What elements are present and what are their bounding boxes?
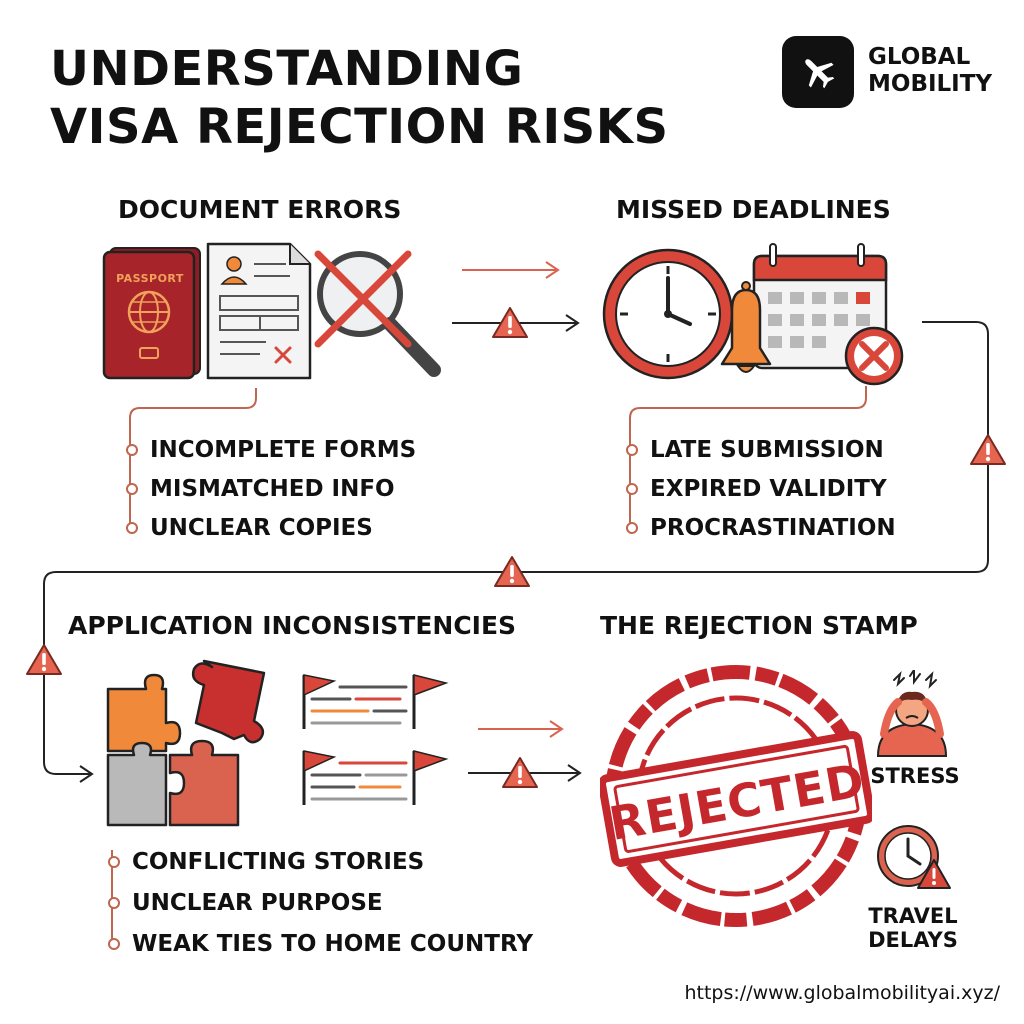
heading-application-inconsistencies: APPLICATION INCONSISTENCIES: [68, 611, 517, 640]
list-item: EXPIRED VALIDITY: [626, 475, 896, 514]
stressed-person-icon: [876, 670, 948, 757]
bell-icon: [720, 281, 772, 373]
brand-name: GLOBAL MOBILITY: [868, 44, 1018, 98]
passport-label: PASSPORT: [116, 272, 184, 285]
title-line-1: UNDERSTANDING: [50, 41, 524, 97]
list-item: PROCRASTINATION: [626, 514, 896, 553]
stress-label: STRESS: [870, 764, 960, 788]
arrow-bottom-light: [478, 720, 564, 738]
warning-icon-right: [970, 434, 1006, 465]
bullet-connector-documents: [129, 388, 257, 528]
title-line-2: VISA REJECTION RISKS: [50, 99, 669, 155]
passport-icon: [102, 247, 201, 380]
brand-line-1: GLOBAL: [868, 44, 971, 70]
application-inconsistencies-list: CONFLICTING STORIES UNCLEAR PURPOSE WEAK…: [108, 848, 533, 971]
arrow-top-light: [462, 261, 560, 279]
puzzle-icon: [106, 659, 266, 827]
heading-document-errors: DOCUMENT ERRORS: [118, 195, 402, 224]
missed-deadlines-illustration: [602, 243, 904, 386]
list-item: MISMATCHED INFO: [126, 475, 416, 514]
page-title: UNDERSTANDING VISA REJECTION RISKS: [50, 40, 770, 156]
list-item: UNCLEAR PURPOSE: [108, 889, 533, 930]
list-item: LATE SUBMISSION: [626, 436, 896, 475]
airplane-icon: [805, 59, 835, 89]
travel-delays-label: TRAVEL DELAYS: [868, 904, 958, 952]
warning-icon-left: [26, 644, 62, 675]
form-document-icon: [206, 242, 312, 380]
application-inconsistencies-illustration: [106, 659, 449, 827]
list-item: WEAK TIES TO HOME COUNTRY: [108, 930, 533, 971]
flag-list-icon: [302, 674, 449, 805]
heading-rejection-stamp: THE REJECTION STAMP: [600, 611, 918, 640]
bullet-connector-deadlines: [629, 386, 867, 528]
heading-missed-deadlines: MISSED DEADLINES: [616, 195, 891, 224]
red-x-icon: [314, 250, 412, 348]
list-item: UNCLEAR COPIES: [126, 514, 416, 553]
website-link[interactable]: https://www.globalmobilityai.xyz/: [684, 982, 1000, 1004]
brand-line-2: MOBILITY: [868, 71, 993, 97]
list-item: INCOMPLETE FORMS: [126, 436, 416, 475]
clock-icon: [602, 248, 734, 380]
brand-logo[interactable]: GLOBAL MOBILITY: [782, 36, 1012, 108]
cancel-circle-icon: [844, 326, 904, 386]
document-errors-list: INCOMPLETE FORMS MISMATCHED INFO UNCLEAR…: [126, 436, 416, 553]
list-item: CONFLICTING STORIES: [108, 848, 533, 889]
document-errors-illustration: [102, 242, 441, 380]
rejected-stamp: REJECTED: [600, 665, 872, 927]
missed-deadlines-list: LATE SUBMISSION EXPIRED VALIDITY PROCRAS…: [626, 436, 896, 553]
brand-icon-box: [782, 36, 854, 108]
delay-clock-icon: [877, 825, 951, 889]
